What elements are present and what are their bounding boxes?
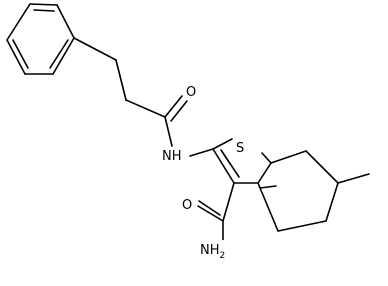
thiophene-ring xyxy=(212,138,277,189)
bond xyxy=(257,182,279,232)
bond xyxy=(212,148,235,184)
bond xyxy=(257,162,272,184)
bond xyxy=(49,39,69,69)
bond xyxy=(164,116,173,147)
bond xyxy=(164,95,183,118)
bond xyxy=(170,100,188,122)
oxygen-label: O xyxy=(186,85,196,100)
sulfur-label: S xyxy=(236,141,244,156)
bond xyxy=(212,138,233,150)
bond xyxy=(259,185,277,189)
bond xyxy=(198,200,221,216)
bond xyxy=(189,148,214,157)
bond xyxy=(52,37,75,75)
bond xyxy=(6,39,26,75)
propanoyl-chain xyxy=(73,37,214,157)
methyl-bond xyxy=(337,173,370,184)
bond xyxy=(222,182,235,222)
atom-nh-amide: NH xyxy=(160,147,187,164)
phenyl-ring xyxy=(6,3,75,75)
bond xyxy=(270,150,307,164)
bond xyxy=(220,149,240,178)
bond xyxy=(6,3,31,41)
atom-o-amide: O xyxy=(184,83,198,100)
bond xyxy=(277,220,327,232)
bond xyxy=(305,150,339,184)
nitrogen-label: NH2 xyxy=(200,243,225,261)
bond xyxy=(33,9,55,12)
bond xyxy=(325,182,339,222)
bond xyxy=(125,99,166,118)
cyclohexene-ring xyxy=(257,150,370,232)
bond xyxy=(29,3,58,6)
bond xyxy=(12,39,29,69)
bond xyxy=(56,4,75,39)
bond xyxy=(115,59,127,101)
atom-s: S xyxy=(233,139,248,156)
bond xyxy=(73,37,117,61)
nitrogen-label: NH xyxy=(162,149,182,164)
oxygen-label: O xyxy=(182,198,192,213)
atom-o-carboxamide: O xyxy=(180,196,194,213)
atom-nh2-carboxamide: NH2 xyxy=(198,240,234,261)
bond xyxy=(197,205,224,222)
bond xyxy=(261,152,272,164)
carboxamide-group xyxy=(197,182,235,241)
